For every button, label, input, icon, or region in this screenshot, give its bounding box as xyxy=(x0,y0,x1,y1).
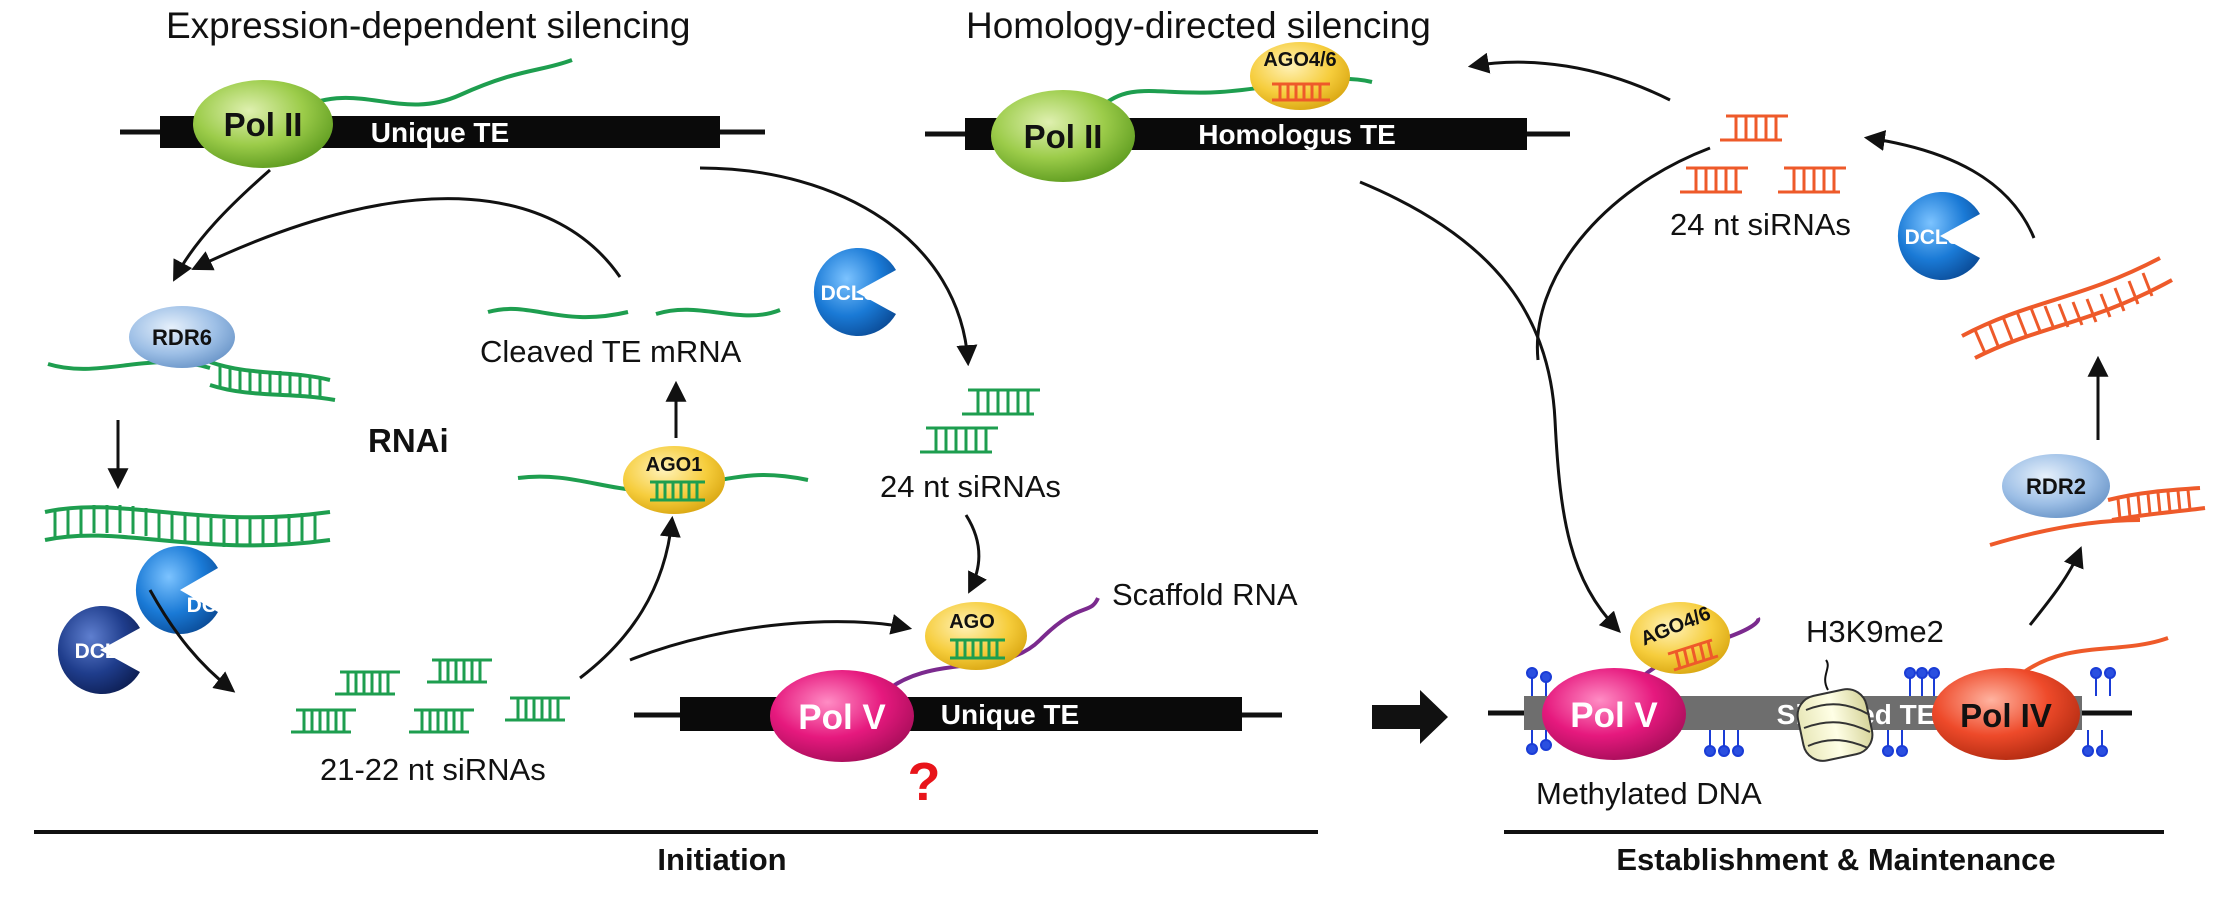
nascent-te-transcript xyxy=(299,58,573,110)
pol-ii-homologous-label: Pol II xyxy=(1024,118,1103,155)
arrow-24nt-right-to-ago46 xyxy=(1535,146,1711,361)
pol-v-middle-label: Pol V xyxy=(798,698,886,737)
dcl4: DCL4 xyxy=(135,546,242,635)
cleaved-mrna-fragment-1 xyxy=(487,306,629,320)
rdr2-label: RDR2 xyxy=(2026,474,2086,499)
sirna-2122-label: 21-22 nt siRNAs xyxy=(320,752,546,787)
pol-ii-top: Pol II xyxy=(193,80,333,168)
unique-te-top-label: Unique TE xyxy=(371,117,509,148)
scaffold-rna xyxy=(878,597,1100,698)
dcl3-right-label: DCL3 xyxy=(1905,226,1960,249)
dcl3-right: DCL3 xyxy=(1897,192,1980,280)
establishment-label: Establishment & Maintenance xyxy=(1616,842,2055,877)
ago-middle: AGO xyxy=(925,602,1027,670)
cleaved-mrna-fragment-2 xyxy=(655,307,781,318)
initiation-label: Initiation xyxy=(657,842,786,877)
rdr6: RDR6 xyxy=(129,306,235,368)
rnai-label: RNAi xyxy=(368,422,449,459)
scaffold-rna-label: Scaffold RNA xyxy=(1112,577,1298,612)
title-homology-directed: Homology-directed silencing xyxy=(966,5,1431,46)
arrow-dsrna-to-24nt xyxy=(1863,130,2036,239)
pol-iv-label: Pol IV xyxy=(1960,697,2052,734)
sirna-2122-cluster xyxy=(291,658,570,734)
ago1-label: AGO1 xyxy=(646,454,703,476)
rdr6-dsrna xyxy=(209,360,336,402)
dcl3-middle-label: DCL3 xyxy=(821,282,876,305)
question-mark: ? xyxy=(908,752,941,812)
ago46-top: AGO4/6 xyxy=(1250,42,1350,110)
sirna-24-middle-label: 24 nt siRNAs xyxy=(880,469,1061,504)
pol-v-right-label: Pol V xyxy=(1570,696,1658,735)
pol-iv-transcript xyxy=(2022,636,2169,674)
long-dsrna xyxy=(44,505,331,548)
sirna-24-right-label: 24 nt siRNAs xyxy=(1670,207,1851,242)
dcl2: DCL2 xyxy=(57,606,140,695)
rdr2-dsrna xyxy=(2107,486,2206,522)
dcl3-middle: DCL3 xyxy=(813,248,896,337)
dcl2-label: DCL2 xyxy=(75,640,130,663)
progression-arrow xyxy=(1372,690,1448,744)
title-expression-dependent: Expression-dependent silencing xyxy=(166,5,691,46)
cleaved-mrna-label: Cleaved TE mRNA xyxy=(480,334,742,369)
pol-v-middle: Pol V xyxy=(770,670,914,762)
ago46-top-label: AGO4/6 xyxy=(1263,49,1336,71)
homologous-te-label: Homologus TE xyxy=(1198,119,1396,150)
arrow-24nt-to-ago xyxy=(964,514,987,594)
rdr2-template-rna xyxy=(1989,518,2141,547)
orange-dsrna-diagonal xyxy=(1961,256,2173,360)
sirna-24-middle-cluster xyxy=(920,388,1040,454)
arrow-dcl-to-sirna xyxy=(148,589,236,693)
arrow-2122-to-ago xyxy=(629,614,913,662)
dcl4-label: DCL4 xyxy=(187,594,242,617)
arrow-homologous-to-ago46 xyxy=(1359,180,1621,634)
unique-te-bottom-label: Unique TE xyxy=(941,699,1079,730)
arrow-cleaved-to-rdr6 xyxy=(191,197,622,278)
pol-v-right: Pol V xyxy=(1542,668,1686,760)
sirna-24-right-cluster xyxy=(1680,114,1846,194)
methylation-marks xyxy=(1526,667,2116,757)
arrow-polii-to-rdr6 xyxy=(173,168,271,282)
arrow-24nt-to-homologous xyxy=(1467,52,1671,102)
h3k9me2-nucleosome xyxy=(1796,659,1874,762)
methylated-dna-label: Methylated DNA xyxy=(1536,776,1762,811)
pol-ii-homologous: Pol II xyxy=(991,90,1135,182)
unique-te-bottom: Unique TE xyxy=(634,697,1282,731)
pol-iv: Pol IV xyxy=(1932,668,2080,760)
h3k9me2-label: H3K9me2 xyxy=(1806,614,1944,649)
rdr2: RDR2 xyxy=(2002,454,2110,518)
arrow-sirna-to-ago1 xyxy=(579,515,681,680)
pol-ii-top-label: Pol II xyxy=(224,106,303,143)
arrow-te-to-24nt xyxy=(699,166,978,367)
rdr6-label: RDR6 xyxy=(152,325,212,350)
ago-middle-label: AGO xyxy=(949,611,995,633)
arrow-poliv-to-rdr2 xyxy=(2028,546,2084,626)
ago1: AGO1 xyxy=(623,446,725,514)
ago46-right: AGO4/6 xyxy=(1630,602,1730,674)
